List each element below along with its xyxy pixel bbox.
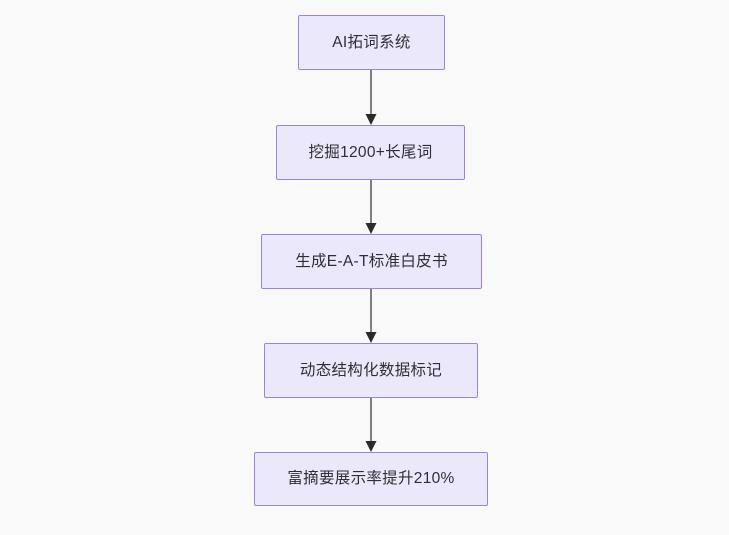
node-label: 富摘要展示率提升210%	[287, 470, 455, 488]
edge-n3-n4	[365, 289, 377, 343]
node-label: AI拓词系统	[332, 33, 411, 51]
node-label: 动态结构化数据标记	[299, 361, 443, 379]
node-label: 挖掘1200+长尾词	[308, 143, 433, 161]
edge-n1-n2	[365, 70, 377, 125]
flowchart-node-ai-keyword-system[interactable]: AI拓词系统	[298, 15, 445, 70]
flowchart-node-rich-snippet-result[interactable]: 富摘要展示率提升210%	[254, 452, 488, 506]
node-label: 生成E-A-T标准白皮书	[295, 252, 448, 270]
edge-n2-n3	[365, 180, 377, 234]
edge-n4-n5	[365, 398, 377, 452]
flowchart-node-eat-whitepaper[interactable]: 生成E-A-T标准白皮书	[261, 234, 482, 289]
flowchart-node-structured-data-markup[interactable]: 动态结构化数据标记	[264, 343, 478, 398]
flowchart-node-longtail-keywords[interactable]: 挖掘1200+长尾词	[276, 125, 465, 180]
